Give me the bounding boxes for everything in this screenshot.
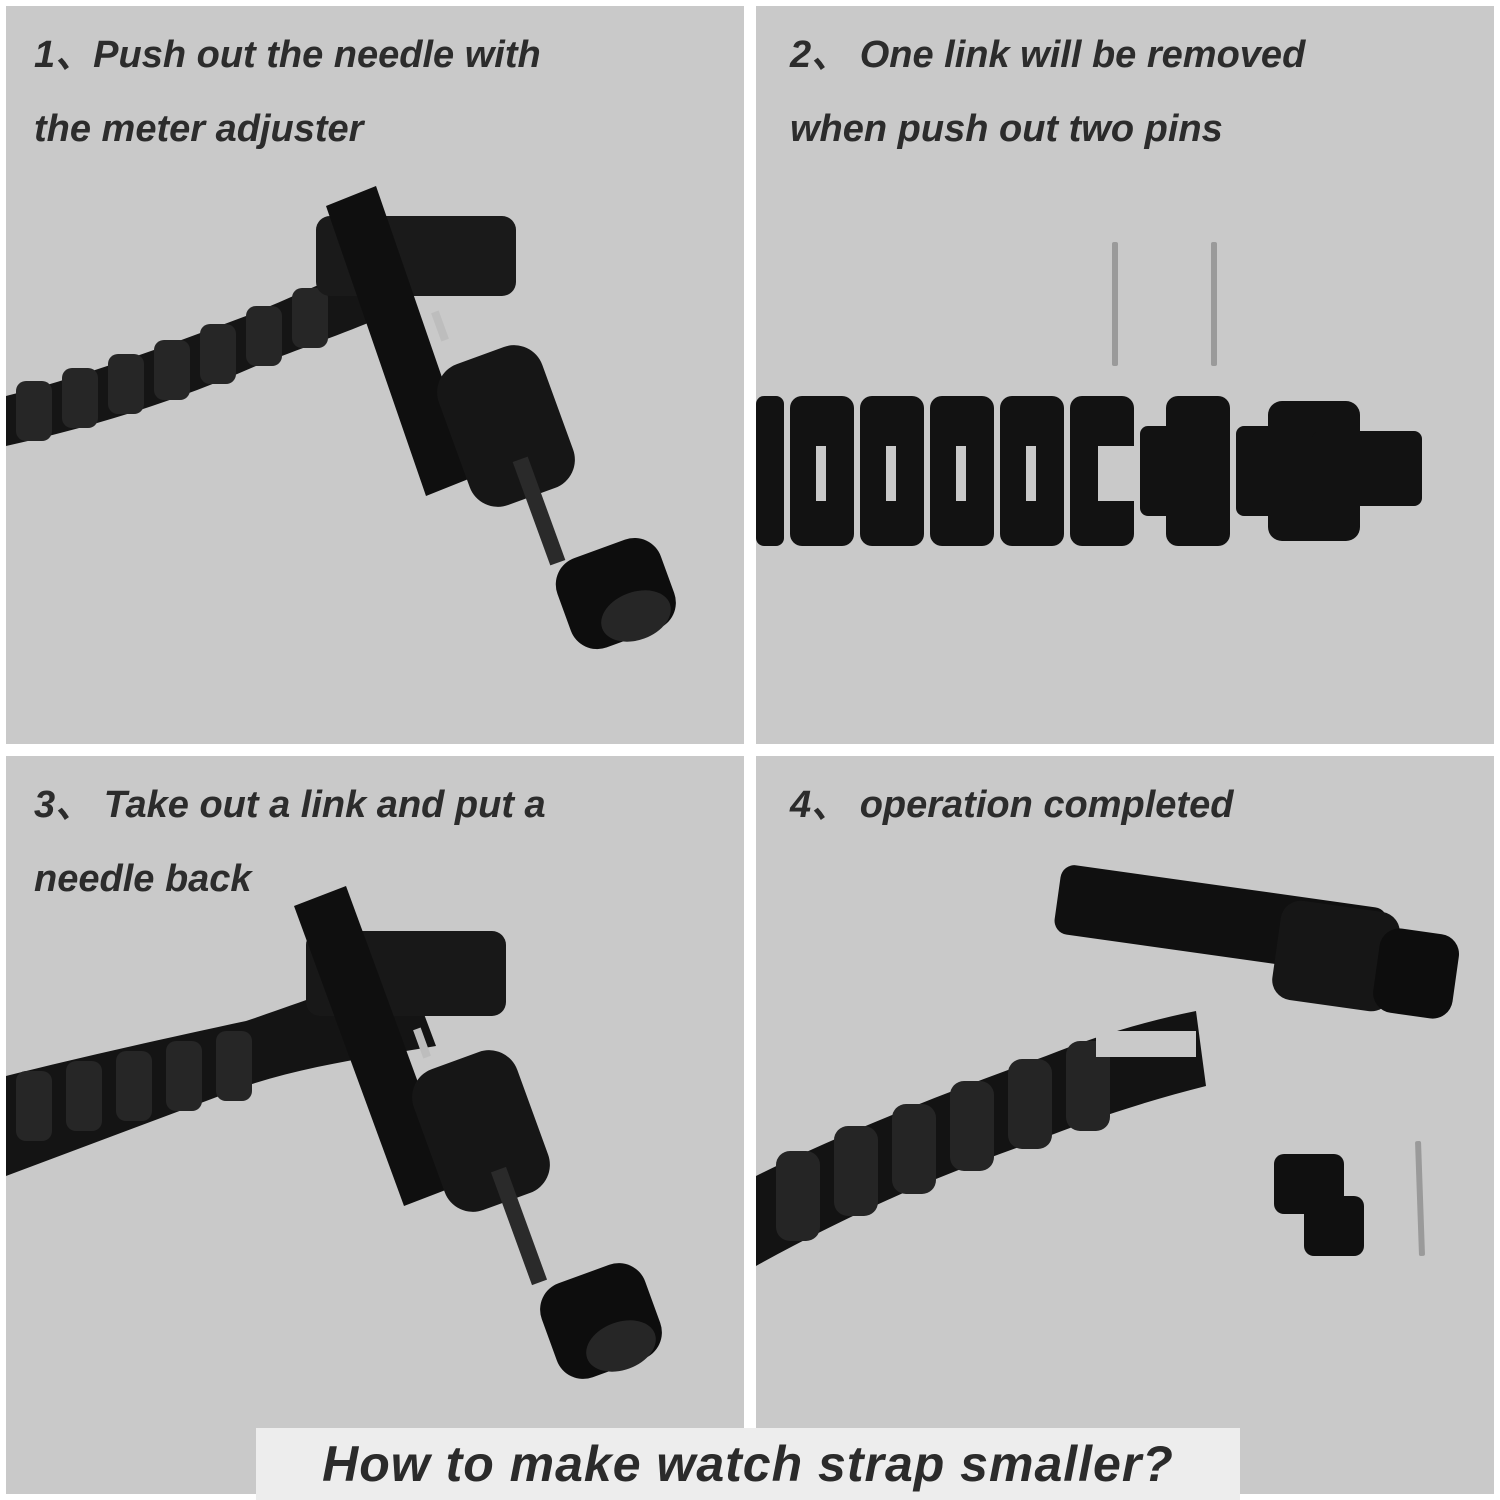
step-4-text-line1: operation completed <box>859 784 1234 826</box>
pin-icon <box>1112 242 1217 366</box>
step-2-panel: 2、 One link will be removed when push ou… <box>756 6 1494 744</box>
step-1-caption: 1、Push out the needle with the meter adj… <box>34 18 724 166</box>
step-3-text-line2: needle back <box>34 858 252 900</box>
watch-strap-icon <box>756 1011 1206 1266</box>
step-3-number: 3、 <box>34 784 94 826</box>
step-1-panel: 1、Push out the needle with the meter adj… <box>6 6 744 744</box>
step-4-panel: 4、 operation completed <box>756 756 1494 1494</box>
link-pin-tool-icon <box>294 886 662 1379</box>
watch-strap-icon <box>756 394 1422 546</box>
step-2-illustration <box>756 242 1422 546</box>
step-3-illustration <box>6 886 662 1379</box>
step-1-text-line1: Push out the needle with <box>93 34 541 76</box>
footer-title: How to make watch strap smaller? <box>322 1436 1174 1492</box>
step-3-caption: 3、 Take out a link and put a needle back <box>34 768 724 916</box>
step-2-number: 2、 <box>790 34 850 76</box>
step-2-text-line2: when push out two pins <box>790 108 1223 150</box>
footer-banner: How to make watch strap smaller? <box>256 1428 1240 1500</box>
step-1-number: 1、 <box>34 34 94 76</box>
step-2-text-line1: One link will be removed <box>859 34 1306 76</box>
link-pin-tool-icon <box>326 186 676 650</box>
removed-link-icon <box>1274 1154 1364 1256</box>
step-1-text-line2: the meter adjuster <box>34 108 364 150</box>
step-3-panel: 3、 Take out a link and put a needle back <box>6 756 744 1494</box>
step-2-caption: 2、 One link will be removed when push ou… <box>790 18 1480 166</box>
step-1-illustration <box>6 186 676 650</box>
step-4-caption: 4、 operation completed <box>790 768 1480 842</box>
pin-icon <box>1415 1140 1425 1257</box>
step-3-text-line1: Take out a link and put a <box>93 784 546 826</box>
link-pin-tool-icon <box>1054 865 1460 1019</box>
step-4-number: 4、 <box>790 784 850 826</box>
step-4-illustration <box>756 865 1460 1266</box>
